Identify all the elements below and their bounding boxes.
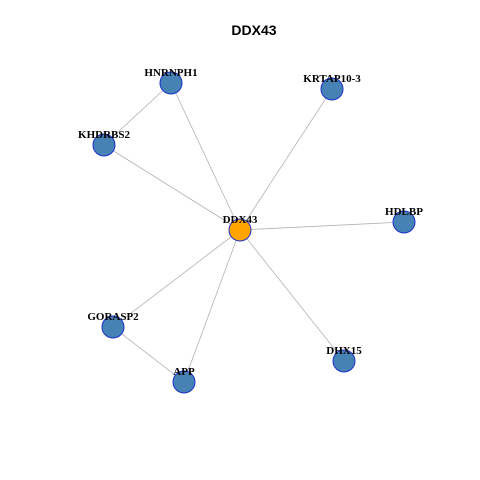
node-label-hnrnph1: HNRNPH1 — [144, 67, 197, 79]
node-label-app: APP — [173, 366, 195, 378]
node-ddx43[interactable] — [228, 218, 252, 242]
node-label-ddx43: DDX43 — [223, 214, 258, 226]
node-label-hdlbp: HDLBP — [385, 206, 423, 218]
edge-ddx43-gorasp2 — [112, 229, 241, 328]
node-hnrnph1[interactable] — [159, 71, 183, 95]
node-app[interactable] — [172, 370, 196, 394]
node-krtap10-3[interactable] — [320, 77, 344, 101]
edge-ddx43-dhx15 — [239, 229, 345, 362]
graph-title: DDX43 — [231, 22, 276, 38]
node-dhx15[interactable] — [332, 349, 356, 373]
edge-ddx43-krtap10-3 — [239, 88, 333, 231]
node-label-dhx15: DHX15 — [326, 345, 362, 357]
edge-hnrnph1-khdrbs2 — [103, 82, 172, 146]
node-label-khdrbs2: KHDRBS2 — [78, 129, 130, 141]
node-gorasp2[interactable] — [101, 315, 125, 339]
node-label-krtap10-3: KRTAP10-3 — [303, 73, 361, 85]
nodes-layer — [92, 71, 416, 394]
node-hdlbp[interactable] — [392, 210, 416, 234]
edge-ddx43-hnrnph1 — [170, 82, 241, 231]
edge-ddx43-app — [183, 229, 241, 383]
edge-ddx43-hdlbp — [239, 221, 405, 231]
edges-layer — [103, 82, 405, 383]
node-label-gorasp2: GORASP2 — [87, 311, 139, 323]
edge-gorasp2-app — [112, 326, 185, 383]
node-khdrbs2[interactable] — [92, 133, 116, 157]
edge-ddx43-khdrbs2 — [103, 144, 241, 231]
